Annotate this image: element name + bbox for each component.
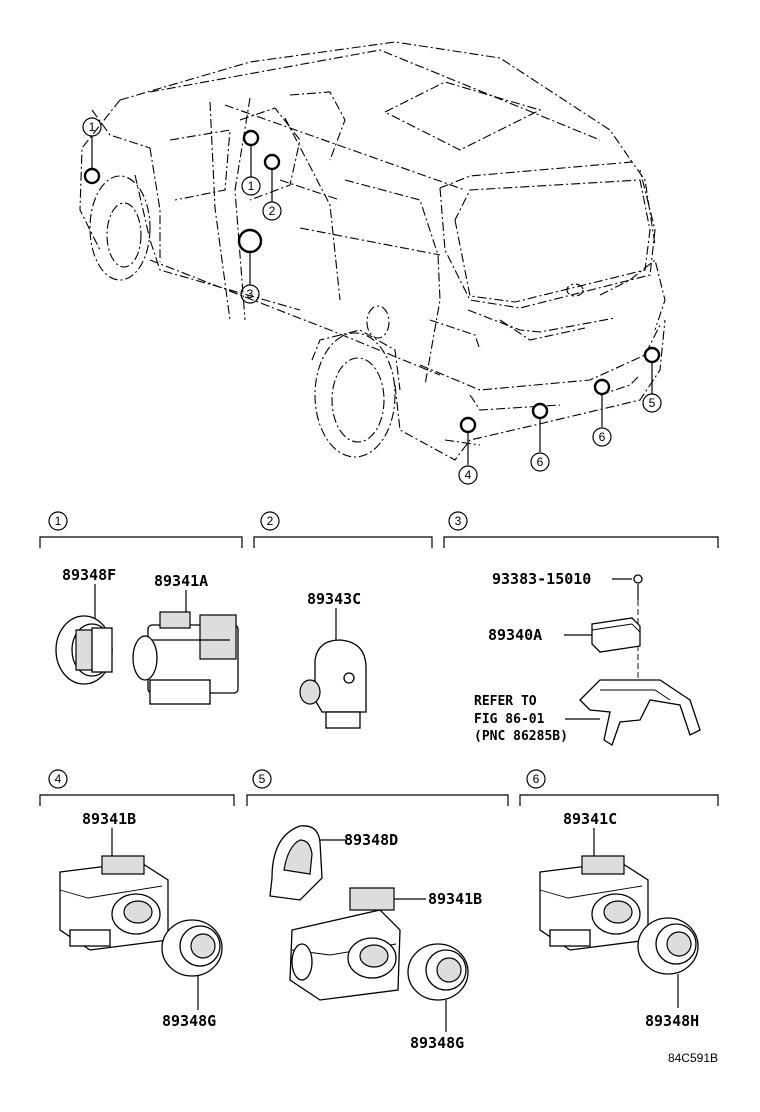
svg-text:6: 6 bbox=[537, 455, 544, 469]
section-2-parts: 89343C bbox=[299, 590, 367, 729]
section-header-6: 6 bbox=[519, 769, 719, 806]
location-callout-6a: 6 bbox=[530, 452, 550, 472]
svg-text:2: 2 bbox=[267, 514, 274, 528]
section-header-2: 2 bbox=[253, 511, 433, 548]
section-headers: 1 2 3 4 5 6 bbox=[39, 511, 719, 806]
part-number-89348g-2: 89348G bbox=[410, 1034, 464, 1052]
svg-text:6: 6 bbox=[599, 430, 606, 444]
part-number-89348d: 89348D bbox=[344, 831, 398, 849]
svg-text:1: 1 bbox=[89, 120, 96, 134]
location-callout-2: 2 bbox=[262, 201, 282, 221]
ecu-89340a bbox=[591, 617, 641, 653]
svg-text:1: 1 bbox=[55, 514, 62, 528]
location-callouts: 1 1 2 3 4 6 6 5 bbox=[82, 117, 662, 485]
note-line-1: REFER TO bbox=[474, 694, 537, 709]
part-number-89348f: 89348F bbox=[62, 566, 116, 584]
section-3-parts: 93383-15010 89340A REFER TO FIG 86-01 (P… bbox=[474, 570, 701, 746]
sensor-marker-6a bbox=[531, 402, 549, 420]
sensor-cover-89348f bbox=[55, 615, 113, 685]
sensor-89343c bbox=[299, 639, 367, 729]
part-number-89341b-2: 89341B bbox=[428, 890, 482, 908]
location-callout-6b: 6 bbox=[592, 427, 612, 447]
sensor-marker-5 bbox=[643, 346, 661, 364]
section-header-1: 1 bbox=[39, 511, 243, 548]
location-callout-4: 4 bbox=[458, 465, 478, 485]
section-4-parts: 89341B 89348G bbox=[59, 810, 223, 1030]
sensor-markers bbox=[83, 129, 661, 434]
part-number-89343c: 89343C bbox=[307, 590, 361, 608]
sensor-marker-4 bbox=[459, 416, 477, 434]
sensor-89341b-2 bbox=[289, 887, 401, 1001]
location-callout-5: 5 bbox=[642, 393, 662, 413]
section-5-parts: 89348D 89341B 89348G bbox=[269, 825, 482, 1052]
part-number-89341b: 89341B bbox=[82, 810, 136, 828]
vehicle-illustration bbox=[79, 41, 666, 461]
sensor-cover-89348h bbox=[637, 917, 699, 975]
sensor-cover-89348g bbox=[161, 919, 223, 977]
diagram-code: 84C591B bbox=[668, 1051, 718, 1065]
sensor-marker-1a bbox=[83, 167, 101, 185]
section-header-3: 3 bbox=[443, 511, 719, 548]
svg-text:5: 5 bbox=[649, 396, 656, 410]
part-number-89341c: 89341C bbox=[563, 810, 617, 828]
svg-text:6: 6 bbox=[533, 772, 540, 786]
svg-text:4: 4 bbox=[55, 772, 62, 786]
screw-93383-15010 bbox=[633, 574, 643, 600]
note-line-3: (PNC 86285B) bbox=[474, 729, 568, 744]
svg-text:1: 1 bbox=[248, 179, 255, 193]
sensor-marker-3 bbox=[237, 228, 263, 254]
sensor-89341c bbox=[539, 855, 649, 951]
section-header-5: 5 bbox=[246, 769, 509, 806]
sensor-89341b bbox=[59, 855, 169, 951]
sensor-cover-89348g-2 bbox=[407, 943, 469, 1001]
sensor-marker-1b bbox=[242, 129, 260, 147]
section-header-4: 4 bbox=[39, 769, 235, 806]
sensor-cover-89348d bbox=[269, 825, 323, 901]
svg-text:2: 2 bbox=[269, 204, 276, 218]
location-callout-3: 3 bbox=[240, 284, 260, 304]
part-number-89348h: 89348H bbox=[645, 1012, 699, 1030]
sensor-marker-6b bbox=[593, 378, 611, 396]
part-number-89341a: 89341A bbox=[154, 572, 208, 590]
part-number-93383-15010: 93383-15010 bbox=[492, 570, 591, 588]
svg-text:5: 5 bbox=[259, 772, 266, 786]
part-number-89348g: 89348G bbox=[162, 1012, 216, 1030]
svg-text:3: 3 bbox=[455, 514, 462, 528]
sensor-89341a bbox=[132, 611, 239, 705]
sensor-marker-2 bbox=[263, 153, 281, 171]
location-leaders bbox=[91, 136, 653, 465]
part-number-89340a: 89340A bbox=[488, 626, 542, 644]
section-6-parts: 89341C 89348H bbox=[539, 810, 699, 1030]
note-line-2: FIG 86-01 bbox=[474, 712, 545, 727]
location-callout-1a: 1 bbox=[82, 117, 102, 137]
svg-text:3: 3 bbox=[247, 287, 254, 301]
location-callout-1b: 1 bbox=[241, 176, 261, 196]
bracket bbox=[579, 679, 701, 746]
svg-text:4: 4 bbox=[465, 468, 472, 482]
section-1-parts: 89348F 89341A bbox=[55, 566, 239, 705]
